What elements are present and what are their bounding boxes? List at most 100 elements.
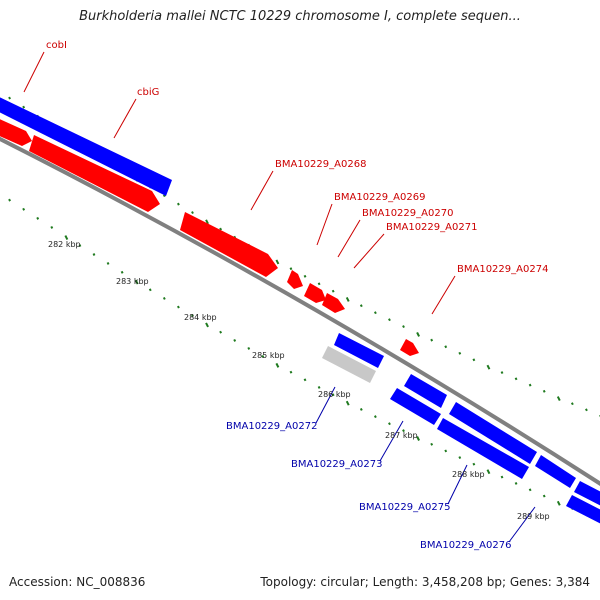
- tick-mark: [570, 402, 574, 406]
- gene-label[interactable]: BMA10229_A0273: [291, 459, 382, 470]
- tick-mark: [373, 311, 377, 315]
- gene-BMA10229_A0269[interactable]: [287, 270, 303, 289]
- tick-mark: [458, 351, 462, 355]
- gene-BMA10229_A0270[interactable]: [304, 283, 326, 303]
- tick-mark: [303, 274, 307, 278]
- label-leader: [250, 170, 274, 211]
- gene-label[interactable]: cbiG: [137, 87, 159, 98]
- tick-mark: [205, 219, 209, 225]
- tick-mark: [430, 338, 434, 342]
- tick-mark: [444, 449, 448, 453]
- gene-cobI[interactable]: [0, 117, 32, 146]
- label-leader: [316, 203, 333, 246]
- label-leader: [337, 219, 361, 258]
- tick-mark: [359, 408, 363, 411]
- tick-mark: [36, 216, 40, 220]
- tick-mark: [416, 331, 420, 337]
- gene-BMA10229_A0273-a[interactable]: [404, 374, 447, 408]
- tick-mark: [331, 289, 335, 293]
- tick-mark: [247, 347, 251, 350]
- label-leader: [379, 420, 404, 462]
- tick-mark: [92, 253, 96, 256]
- tick-mark: [191, 314, 194, 317]
- tick-mark: [556, 396, 561, 401]
- tick-mark: [22, 207, 26, 211]
- label-leader: [353, 233, 385, 269]
- tick-mark: [486, 469, 491, 475]
- gene-label[interactable]: BMA10229_A0271: [386, 222, 477, 233]
- tick-mark: [388, 422, 391, 426]
- tick-mark: [542, 389, 546, 393]
- tick-mark: [8, 96, 11, 100]
- gene-BMA10229_A0274[interactable]: [400, 339, 419, 356]
- gene-reverse-inner-1[interactable]: [334, 333, 384, 368]
- tick-mark: [514, 481, 518, 485]
- tick-mark: [120, 270, 124, 274]
- gene-BMA10229_A0271[interactable]: [322, 293, 345, 313]
- gene-label[interactable]: BMA10229_A0276: [420, 540, 511, 551]
- tick-mark: [162, 297, 166, 300]
- tick-mark: [289, 267, 293, 271]
- kbp-tick-label: 287 kbp: [385, 431, 418, 440]
- tick-mark: [556, 500, 561, 506]
- label-leaders: [23, 51, 536, 543]
- tick-mark: [500, 475, 504, 479]
- gene-BMA10229_A0268[interactable]: [180, 212, 278, 277]
- gene-BMA10229_A0276-a[interactable]: [535, 455, 576, 488]
- gene-BMA10229_A0272[interactable]: [322, 346, 376, 383]
- tick-mark: [500, 371, 504, 375]
- kbp-tick-label: 284 kbp: [184, 313, 217, 322]
- gene-BMA10229_A0273[interactable]: [390, 388, 441, 425]
- tick-mark: [472, 358, 476, 362]
- tick-mark: [22, 105, 26, 109]
- gene-label[interactable]: BMA10229_A0269: [334, 192, 425, 203]
- tick-mark: [472, 462, 476, 466]
- gene-label[interactable]: BMA10229_A0272: [226, 421, 317, 432]
- gene-labels: cobI cbiG BMA10229_A0268BMA10229_A0269BMA1…: [46, 40, 548, 551]
- gene-BMA10229_A0275[interactable]: [437, 418, 529, 479]
- gene-label[interactable]: BMA10229_A0268: [275, 159, 366, 170]
- tick-mark: [148, 288, 152, 292]
- kbp-tick-label: 289 kbp: [517, 512, 550, 521]
- tick-mark: [177, 305, 180, 309]
- tick-mark: [191, 211, 194, 214]
- tick-mark: [233, 338, 237, 342]
- tick-mark: [50, 226, 54, 229]
- gene-reverse-outer-1[interactable]: [0, 95, 172, 196]
- gene-BMA10229_A0275-a[interactable]: [449, 402, 537, 464]
- tick-mark: [345, 297, 350, 302]
- tick-mark: [585, 408, 588, 412]
- tick-mark: [486, 364, 491, 370]
- tick-mark: [402, 429, 405, 433]
- tick-mark: [402, 325, 405, 329]
- tick-mark: [219, 227, 223, 231]
- tick-mark: [275, 259, 280, 265]
- tick-mark: [289, 370, 293, 374]
- tick-mark: [345, 400, 350, 406]
- kbp-tick-label: 286 kbp: [318, 390, 351, 399]
- tick-mark: [317, 385, 321, 389]
- tick-mark: [177, 202, 180, 206]
- label-leader: [447, 464, 468, 505]
- tick-mark: [134, 279, 139, 285]
- tick-mark: [373, 415, 377, 419]
- gene-label[interactable]: cobI: [46, 40, 67, 51]
- gene-label[interactable]: BMA10229_A0274: [457, 264, 548, 275]
- tick-mark: [528, 383, 532, 387]
- gene-reverse-outer-2[interactable]: [574, 481, 600, 508]
- map-title: Burkholderia mallei NCTC 10229 chromosom…: [79, 9, 521, 24]
- kbp-tick-label: 282 kbp: [48, 240, 81, 249]
- gene-label[interactable]: BMA10229_A0275: [359, 502, 450, 513]
- tick-mark: [331, 393, 335, 397]
- tick-mark: [261, 355, 265, 358]
- kbp-tick-label: 285 kbp: [252, 351, 285, 360]
- genome-backbone: [0, 136, 600, 486]
- tick-mark: [64, 235, 69, 240]
- tick-mark: [388, 318, 391, 322]
- tick-mark: [514, 377, 518, 381]
- gene-label[interactable]: BMA10229_A0270: [362, 208, 453, 219]
- gene-cbiG[interactable]: [29, 135, 160, 212]
- gene-BMA10229_A0276[interactable]: [566, 495, 600, 526]
